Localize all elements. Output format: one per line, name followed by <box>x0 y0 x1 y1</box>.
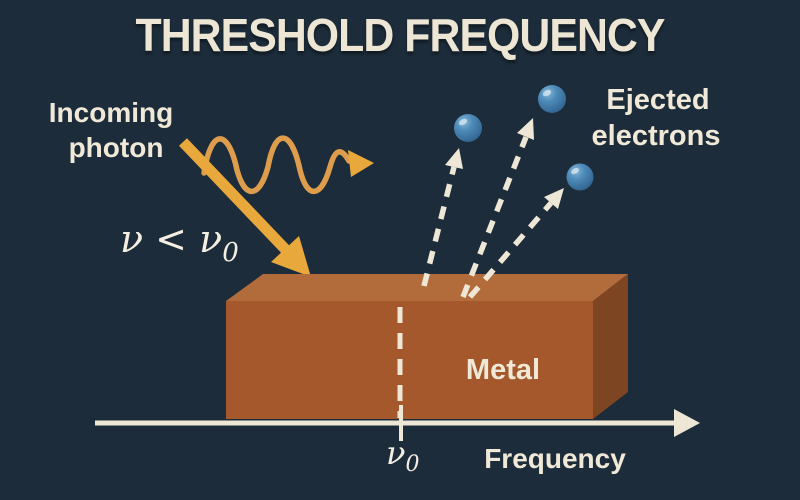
ejected-arrow-right <box>467 188 564 299</box>
metal-block-top-face <box>226 274 628 301</box>
electron-icon <box>454 114 482 142</box>
electron-icon <box>566 163 594 191</box>
metal-block-side-face <box>593 274 628 419</box>
page-title: THRESHOLD FREQUENCY <box>135 9 666 61</box>
metal-label: Metal <box>466 354 540 386</box>
photon-arrow-icon <box>179 138 311 277</box>
ejected-arrow-middle <box>460 118 534 299</box>
incoming-photon-label-line2: photon <box>69 132 164 163</box>
photon-wave-icon <box>201 135 352 194</box>
frequency-axis <box>95 405 700 441</box>
ejected-electrons-label-line2: electrons <box>592 120 721 152</box>
ejected-electrons-label-line1: Ejected <box>606 84 709 116</box>
ejected-arrow-left <box>421 148 463 287</box>
metal-block-front-face <box>226 301 593 419</box>
metal-block <box>226 274 628 419</box>
electron-icon <box>538 85 566 113</box>
incoming-photon-label-line1: Incoming <box>49 97 173 128</box>
condition-label: ν < ν0 <box>120 217 239 268</box>
axis-arrowhead-icon <box>674 409 700 437</box>
nu0-label: ν0 <box>386 434 419 477</box>
photon-wave-arrowhead-icon <box>348 150 374 177</box>
frequency-label: Frequency <box>484 443 626 474</box>
